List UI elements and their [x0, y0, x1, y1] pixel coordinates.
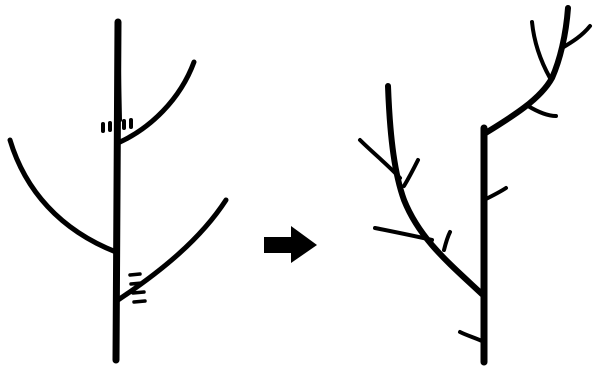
upper-right-branch — [117, 59, 197, 145]
left-scaffold — [385, 83, 487, 299]
cut-dash — [132, 299, 147, 304]
lower-right-branch — [115, 197, 229, 303]
tree-before-pruning — [7, 18, 229, 364]
tree-after-pruning — [358, 5, 592, 366]
cut-mark-lower — [128, 272, 147, 304]
leader-tip — [116, 20, 122, 122]
cut-dash — [129, 281, 144, 286]
twig — [526, 104, 558, 118]
cut-dash — [128, 272, 142, 277]
right-arrow-icon — [264, 226, 317, 263]
twig — [482, 186, 508, 202]
arrow-shape — [264, 226, 317, 263]
twig — [530, 20, 552, 80]
twig — [442, 230, 452, 252]
twig — [458, 330, 486, 344]
long-left-branch — [7, 137, 119, 255]
twig — [402, 158, 420, 188]
twig — [358, 138, 402, 180]
twig — [373, 226, 434, 242]
twig — [560, 24, 592, 50]
cut-dash — [131, 290, 146, 295]
cut-mark-upper — [101, 118, 133, 133]
